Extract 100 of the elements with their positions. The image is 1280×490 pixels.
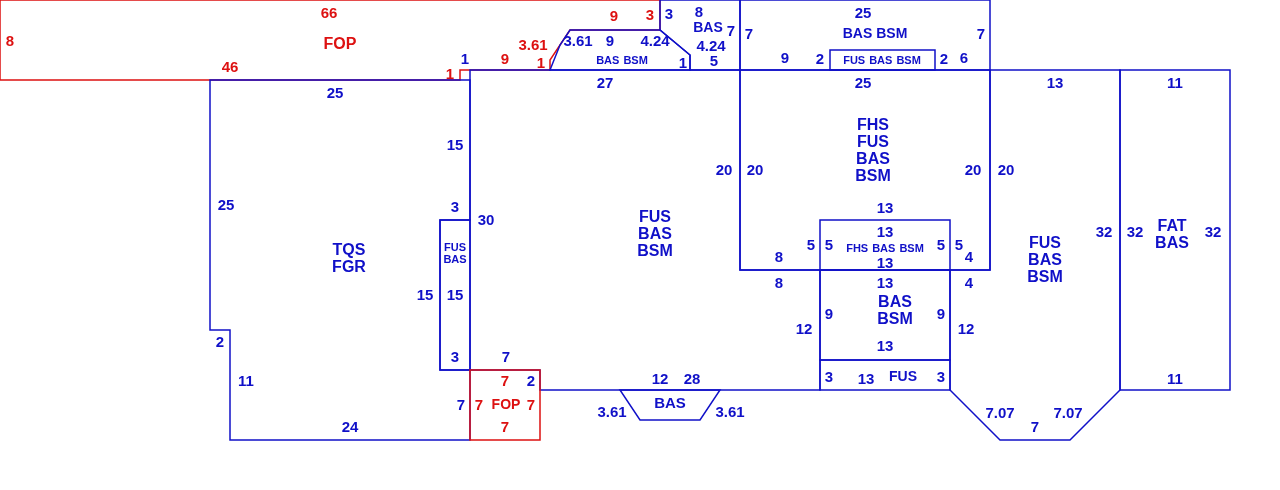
dimension-label: 7 (744, 25, 754, 41)
area-code: BSM (623, 54, 648, 66)
area-code: BSM (1027, 267, 1063, 285)
area-code: FOP (323, 34, 357, 52)
room-area (950, 70, 1120, 440)
dimension-label: 1 (678, 54, 688, 70)
area-code: BAS (842, 25, 873, 41)
dimension-label: 7.07 (985, 404, 1015, 420)
area-code: BSM (896, 54, 921, 66)
room-area (740, 70, 990, 270)
dimension-label: 8 (774, 274, 784, 290)
dimension-label: 28 (683, 370, 701, 386)
dimension-label: 3.61 (715, 403, 745, 419)
dimension-label: 24 (341, 418, 359, 434)
dimension-label: 15 (446, 136, 464, 152)
room-area (740, 0, 990, 70)
dimension-label: 3 (645, 6, 655, 22)
area-code: BSM (855, 167, 891, 184)
dimension-label: 2 (526, 372, 536, 388)
dimension-label: 3.61 (518, 36, 548, 52)
dimension-label: 5 (806, 236, 816, 252)
dimension-label: 32 (1126, 223, 1144, 239)
room-area (820, 220, 950, 270)
dimension-label: 7.07 (1053, 404, 1083, 420)
room-area (1120, 70, 1230, 390)
dimension-label: 11 (1167, 74, 1183, 90)
area-code: FUS (1029, 233, 1061, 251)
dimension-label: 9 (824, 305, 834, 321)
dimension-label: 3 (824, 368, 834, 384)
area-code: BAS (443, 253, 467, 265)
dimension-label: 27 (596, 74, 614, 90)
dimension-label: 1 (536, 54, 546, 70)
room-area (820, 360, 950, 390)
dimension-label: 8 (694, 3, 704, 19)
area-code: FOP (491, 396, 521, 412)
area-code: FUS (843, 54, 866, 66)
dimension-label: 7 (976, 25, 986, 41)
dimension-label: 4 (964, 274, 974, 290)
dimension-label: 8 (5, 32, 15, 48)
dimension-label: 32 (1095, 223, 1113, 239)
dimension-label: 3 (936, 368, 946, 384)
dimension-label: 5 (936, 236, 946, 252)
dimension-label: 7 (500, 372, 510, 388)
area-code: BAS (878, 293, 912, 310)
dimension-label: 3 (664, 5, 674, 21)
room-area (470, 70, 820, 390)
dimension-label: 3.61 (563, 32, 593, 48)
dimension-label: 9 (780, 49, 790, 65)
dimension-label: 7 (526, 396, 536, 412)
dimension-label: 4 (964, 248, 974, 264)
dimension-label: 25 (217, 196, 235, 212)
dimension-label: 8 (774, 248, 784, 264)
bay-area (550, 30, 690, 70)
dimension-label: 13 (857, 370, 875, 386)
dimension-label: 20 (997, 161, 1015, 177)
dimension-label: 20 (964, 161, 982, 177)
dimension-label: 12 (651, 370, 669, 386)
area-code: BAS (872, 242, 896, 254)
dimension-label: 13 (876, 223, 894, 239)
area-code: FUS (444, 241, 466, 253)
dimension-label: 32 (1204, 223, 1222, 239)
area-code: BAS (1028, 250, 1062, 268)
dimension-label: 12 (795, 320, 813, 336)
area-code: BSM (637, 241, 673, 259)
area-code: BAS (869, 54, 893, 66)
area-code: TQS (332, 241, 366, 258)
dimension-label: 13 (876, 254, 894, 270)
area-code: FUS (857, 133, 889, 150)
area-code: FGR (332, 258, 366, 275)
dimension-label: 9 (609, 7, 619, 23)
area-code: FHS (846, 242, 869, 254)
dimension-label: 3 (450, 348, 460, 364)
dimension-label: 3.61 (597, 403, 627, 419)
dimension-label: 5 (824, 236, 834, 252)
dimension-label: 13 (876, 337, 894, 353)
dimension-label: 7 (726, 22, 736, 38)
dimension-label: 7 (1030, 418, 1040, 434)
room-area (830, 50, 935, 70)
dimension-label: 20 (715, 161, 733, 177)
dimension-label: 66 (320, 4, 338, 20)
dimension-label: 1 (460, 50, 470, 66)
dimension-label: 25 (854, 4, 872, 20)
area-code: BSM (877, 310, 913, 327)
dimension-label: 4.24 (640, 32, 670, 48)
dimension-label: 13 (876, 199, 894, 215)
dimension-label: 9 (500, 50, 510, 66)
dimension-label: 30 (477, 211, 495, 227)
dimension-label: 12 (957, 320, 975, 336)
dimension-label: 11 (238, 372, 254, 388)
dimension-label: 2 (939, 50, 949, 66)
dimension-label: 9 (936, 305, 946, 321)
dimension-label: 7 (474, 396, 484, 412)
room-area (210, 80, 470, 440)
area-code: BSM (899, 242, 924, 254)
area-code: BAS (654, 395, 686, 411)
dimension-label: 25 (326, 84, 344, 100)
porch-area (470, 370, 540, 440)
dimension-label: 7 (501, 348, 511, 364)
dimension-label: 5 (709, 52, 719, 68)
dimension-label: 1 (445, 65, 455, 81)
